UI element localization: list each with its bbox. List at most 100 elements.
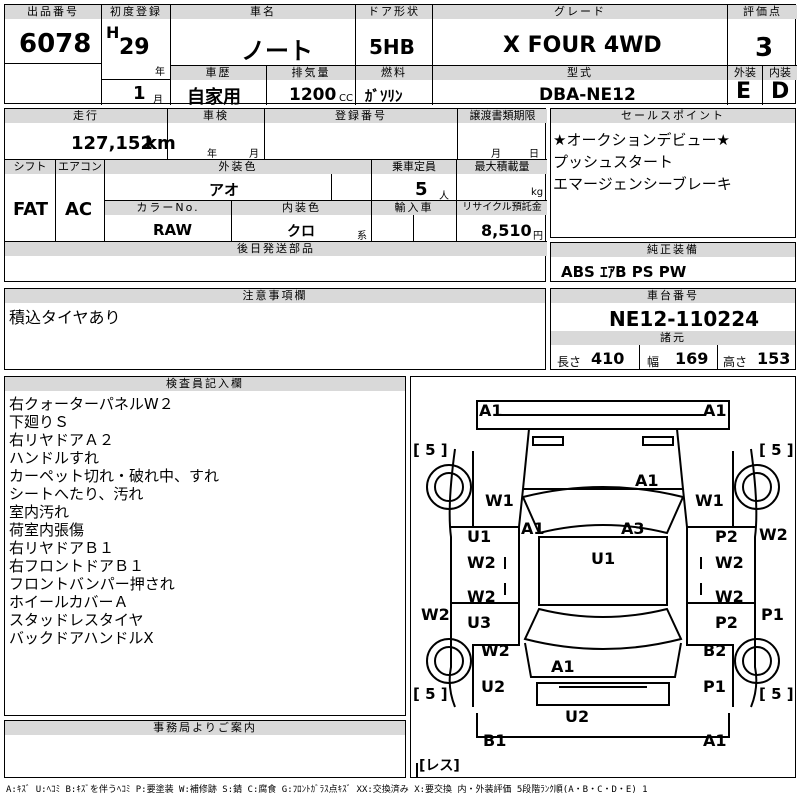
equipment-box: 純正装備 ABS ｴｱB PS PW: [550, 242, 796, 282]
car-name-label: 車名: [171, 5, 355, 19]
shift: FAT: [13, 199, 49, 220]
color-no-label: カラーNo.: [105, 201, 231, 215]
first-reg-label: 初度登録: [102, 5, 170, 19]
max-load-unit: kg: [531, 187, 544, 198]
sales-point-line: エマージェンシーブレーキ: [553, 175, 732, 193]
score: 3: [755, 33, 774, 63]
inspector-line: 右クォーターパネルW２: [9, 395, 174, 413]
grade: X FOUR 4WD: [503, 33, 662, 58]
inspector-line: ハンドルすれ: [9, 449, 100, 467]
displacement-unit: CC: [339, 93, 353, 104]
recycle-fee: 8,510: [481, 221, 532, 240]
reg-number-label: 登録番号: [265, 109, 457, 123]
ac: AC: [65, 199, 93, 220]
width-label: 幅: [647, 355, 660, 369]
damage-mark: W2: [715, 587, 744, 606]
notes-label: 注意事項欄: [5, 289, 545, 303]
specs-label: 諸元: [551, 331, 795, 345]
fuel: ｶﾞｿﾘﾝ: [365, 87, 403, 105]
history: 自家用: [187, 87, 241, 108]
damage-mark: A1: [703, 731, 727, 750]
damage-mark: U2: [565, 707, 590, 726]
damage-mark: A1: [479, 401, 503, 420]
vehicle-detail-box: 走行 127,152 km 車検 年 月 登録番号 譲渡書類期限 月 日 シフト…: [4, 108, 547, 282]
max-load-label: 最大積載量: [457, 160, 547, 174]
capacity-label: 乗車定員: [372, 160, 456, 174]
ext-color: アオ: [209, 181, 240, 199]
chassis-label: 車台番号: [551, 289, 795, 303]
transfer-label: 譲渡書類期限: [458, 109, 547, 123]
capacity-unit: 人: [439, 191, 449, 202]
int-color-label: 内装色: [232, 201, 371, 215]
lot-label: 出品番号: [5, 5, 101, 19]
inspection-month-unit: 月: [249, 149, 259, 160]
damage-mark: W1: [695, 491, 724, 510]
int-color: クロ: [287, 224, 315, 240]
sales-point-line: ★オークションデビュー★: [553, 131, 730, 149]
int-color-unit: 系: [357, 231, 367, 242]
ext-grade: E: [736, 79, 752, 104]
top-header-box: 出品番号 6078 初度登録 H 29 年 1 月 車名 ノート ドア形状 5H…: [4, 4, 797, 108]
width: 169: [675, 349, 709, 368]
color-no: RAW: [153, 221, 193, 239]
inspector-line: 荷室内張傷: [9, 521, 85, 539]
damage-mark: W2: [759, 525, 788, 544]
damage-mark: A1: [551, 657, 575, 676]
damage-mark: U1: [467, 527, 492, 546]
mileage-label: 走行: [5, 109, 167, 123]
shift-label: シフト: [5, 160, 55, 174]
damage-mark: B2: [703, 641, 727, 660]
car-diagram: [416, 400, 780, 777]
damage-legend: A:ｷｽﾞ U:ﾍｺﾐ B:ｷｽﾞを伴うﾍｺﾐ P:要塗装 W:補修跡 S:錆 …: [6, 785, 648, 795]
capacity: 5: [415, 179, 428, 200]
office-box: 事務局よりご案内: [4, 720, 406, 778]
damage-mark: W2: [467, 587, 496, 606]
inspector-line: 室内汚れ: [9, 503, 70, 521]
length-label: 長さ: [557, 355, 582, 369]
damage-mark: W2: [421, 605, 450, 624]
damage-mark: U2: [481, 677, 506, 696]
notes: 積込タイヤあり: [9, 308, 121, 327]
int-grade: D: [771, 79, 790, 104]
damage-mark: W2: [467, 553, 496, 572]
damage-mark: W1: [485, 491, 514, 510]
chassis-number: NE12-110224: [609, 307, 760, 331]
damage-mark: P1: [761, 605, 784, 624]
notes-box: 注意事項欄 積込タイヤあり: [4, 288, 546, 370]
length: 410: [591, 349, 625, 368]
import-label: 輸入車: [372, 201, 456, 215]
door-type: 5HB: [369, 35, 415, 59]
inspector-line: カーペット切れ・破れ中、すれ: [9, 467, 220, 485]
first-reg-era: H: [106, 23, 120, 42]
ext-color-label: 外装色: [105, 160, 371, 174]
mileage-unit: km: [145, 133, 176, 154]
damage-mark: W2: [481, 641, 510, 660]
inspector-line: 右フロントドアＢ１: [9, 557, 145, 575]
equipment: ABS ｴｱB PS PW: [561, 263, 687, 281]
tire-depth-rear-right: [ 5 ]: [759, 685, 794, 703]
inspector-line: シートへたり、汚れ: [9, 485, 144, 503]
damage-mark: P2: [715, 613, 738, 632]
transfer-month: 月: [491, 149, 501, 160]
tire-depth-rear-left: [ 5 ]: [413, 685, 448, 703]
later-parts-label: 後日発送部品: [5, 242, 547, 256]
inspector-line: 右リヤドアＡ２: [9, 431, 115, 449]
model-label: 型式: [433, 66, 727, 80]
recycle-label: リサイクル預託金: [457, 201, 547, 215]
damage-mark: A1: [703, 401, 727, 420]
office-label: 事務局よりご案内: [5, 721, 405, 735]
mileage: 127,152: [71, 133, 153, 154]
damage-mark: U3: [467, 613, 492, 632]
chassis-box: 車台番号 NE12-110224 諸元 長さ 410 幅 169 高さ 153: [550, 288, 796, 370]
damage-mark: A3: [621, 519, 645, 538]
damage-mark: U1: [591, 549, 616, 568]
damage-mark: W2: [715, 553, 744, 572]
damage-mark: P1: [703, 677, 726, 696]
first-reg-year-unit: 年: [155, 67, 165, 78]
sales-point-label: セールスポイント: [551, 109, 795, 123]
ac-label: エアコン: [56, 160, 104, 174]
fuel-label: 燃料: [356, 66, 432, 80]
damage-mark: P2: [715, 527, 738, 546]
tire-depth-front-right: [ 5 ]: [759, 441, 794, 459]
displacement: 1200: [289, 85, 337, 105]
